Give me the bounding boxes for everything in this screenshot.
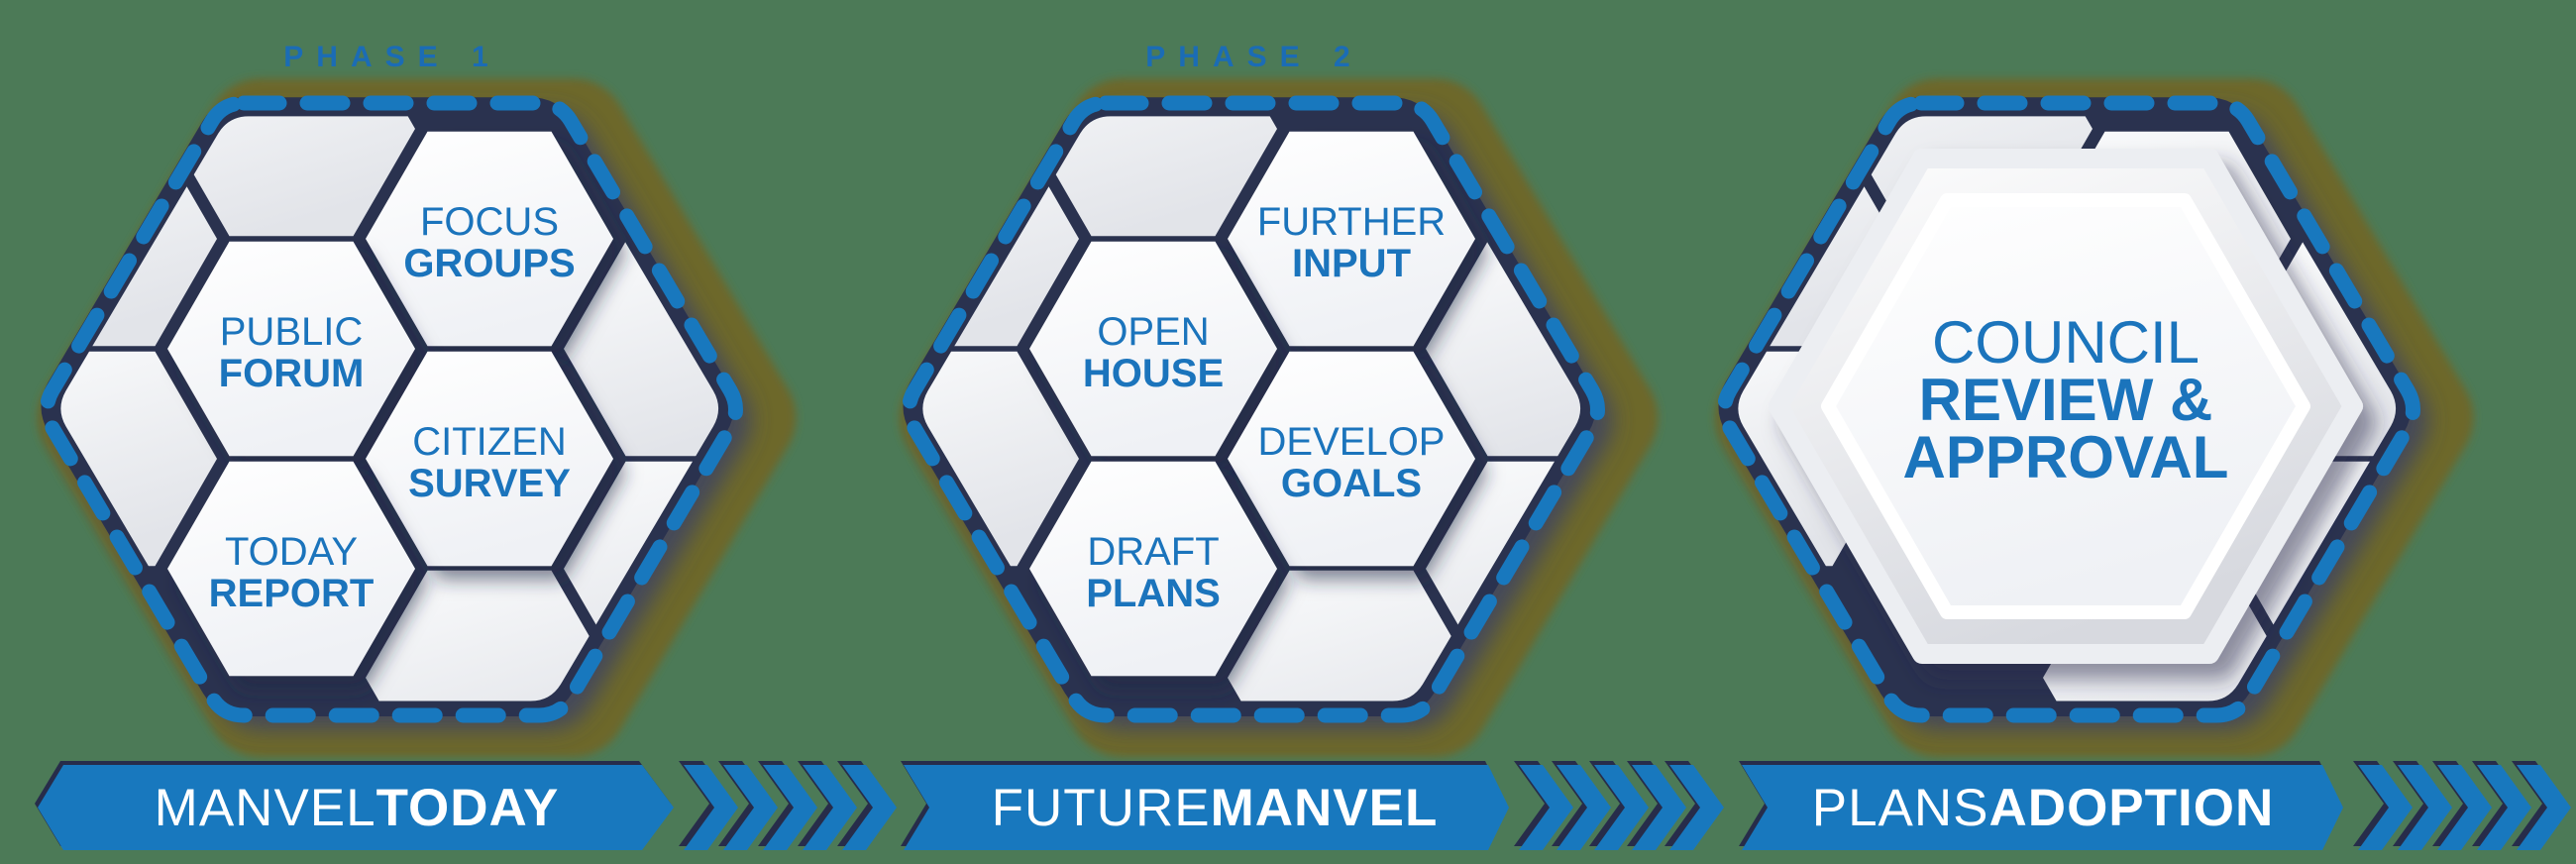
hexagon-develop-goals: DEVELOP GOALS	[1228, 351, 1475, 567]
hexagon-face	[1821, 193, 2310, 619]
council-review-approval-hexagon: COUNCIL REVIEW & APPROVAL	[1769, 149, 2363, 664]
hexagon-draft-plans: DRAFT PLANS	[1029, 461, 1277, 677]
hexagon-label-line: TODAY	[225, 530, 358, 574]
hexagon-label-line: DEVELOP	[1258, 420, 1446, 464]
hexagon-label-line: HOUSE	[1083, 352, 1224, 395]
hexagon-focus-groups: FOCUS GROUPS	[366, 131, 613, 347]
hexagon-label-line: CITIZEN	[412, 420, 567, 464]
hexagon-today-report: TODAY REPORT	[167, 461, 415, 677]
chevron-arrows-2	[1514, 761, 1724, 850]
phase-1-cluster: PHASE 1 FOCUS GROUPS PUBLIC FORUM CITIZE…	[0, 41, 811, 786]
banner-label: PLANSADOPTION	[1812, 779, 2275, 837]
hexagon-label-line: FORUM	[219, 352, 365, 395]
hexagon-label-line: FOCUS	[420, 200, 559, 244]
phase-2-cluster: PHASE 2 FURTHER INPUT OPEN HOUSE DEVELOP…	[831, 41, 1673, 786]
phase-2-label: PHASE 2	[1145, 41, 1362, 73]
hexagon-label-line: FURTHER	[1257, 200, 1446, 244]
hexagon-public-forum: PUBLIC FORUM	[167, 241, 415, 457]
hexagon-label-line: COUNCIL	[1932, 309, 2200, 376]
hexagon-open-house: OPEN HOUSE	[1029, 241, 1277, 457]
banner-label: MANVELTODAY	[155, 779, 560, 837]
hexagon-label-line: PLANS	[1086, 572, 1221, 615]
hexagon-label-line: INPUT	[1292, 242, 1411, 285]
phase-1-label: PHASE 1	[283, 41, 500, 73]
hexagon-label-line: DRAFT	[1087, 530, 1219, 574]
hexagon-label-line: GROUPS	[403, 242, 575, 285]
hexagon-label-line: SURVEY	[408, 462, 571, 505]
banner-label: FUTUREMANVEL	[992, 779, 1439, 837]
hexagon-label-line: APPROVAL	[1903, 424, 2229, 490]
banner-future-manvel: FUTUREMANVEL	[901, 761, 1509, 850]
hexagon-label-line: REPORT	[209, 572, 375, 615]
banner-manvel-today: MANVELTODAY	[35, 761, 674, 850]
banner-ribbon	[1742, 765, 2343, 850]
chevron-arrows-1	[679, 761, 897, 850]
hexagon-further-input: FURTHER INPUT	[1228, 131, 1475, 347]
chevron-arrows-3	[2353, 761, 2571, 850]
hexagon-label-line: OPEN	[1097, 310, 1209, 354]
hexagon-citizen-survey: CITIZEN SURVEY	[366, 351, 613, 567]
banner-ribbon	[38, 765, 674, 850]
hexagon-label-line: REVIEW &	[1919, 367, 2213, 433]
hexagon-label-line: GOALS	[1281, 462, 1422, 505]
phase-3-cluster: COUNCIL REVIEW & APPROVAL	[1647, 22, 2489, 786]
banner-plans-adoption: PLANSADOPTION	[1739, 761, 2343, 850]
hexagon-label-line: PUBLIC	[220, 310, 364, 354]
banner-ribbon	[904, 765, 1509, 850]
